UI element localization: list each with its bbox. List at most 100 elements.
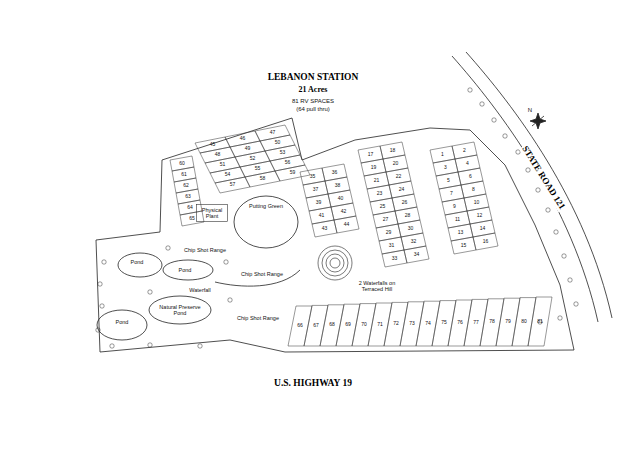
lot-number: 33 [391, 256, 399, 262]
lot-outline [309, 207, 334, 224]
map-label: Pond [115, 319, 130, 325]
tree-symbol [224, 260, 228, 264]
tree-symbol [228, 298, 232, 302]
lot-outline [442, 198, 467, 215]
lot-outline [448, 300, 472, 346]
lot-outline [432, 301, 456, 346]
lot-outline [352, 304, 376, 346]
lot-number: 58 [259, 176, 267, 182]
lot-number: 50 [274, 140, 282, 146]
lot-outline [322, 164, 347, 181]
lot-outline [174, 178, 198, 193]
lot-outline [170, 156, 194, 171]
lot-number: 69 [344, 322, 352, 328]
lot-number: 61 [180, 172, 188, 178]
box-border [197, 204, 228, 221]
lot-number: 65 [188, 216, 196, 222]
map-label: Chip Shot Range [240, 271, 284, 277]
lot-outline [512, 298, 536, 346]
putting-green: Putting Green [233, 195, 299, 249]
pond-outline [163, 260, 213, 280]
lot-outline [367, 185, 392, 202]
lot-number: 48 [214, 152, 222, 158]
lot-number: 34 [413, 252, 421, 258]
lot-number: 8 [471, 187, 476, 193]
lot-number: 6 [468, 174, 473, 180]
pond-outline [149, 296, 211, 324]
lot-number: 16 [482, 239, 490, 245]
lot-outline [172, 167, 196, 182]
lot-outline [496, 298, 520, 346]
lot-number: 12 [476, 213, 484, 219]
map-label: (64 pull thru) [295, 106, 331, 113]
lot-outline [439, 185, 464, 202]
lot-outline [455, 155, 480, 172]
pond-outline [118, 253, 162, 277]
tree-symbol [492, 118, 496, 122]
lot-number: 55 [254, 166, 262, 172]
lot-number: 10 [473, 200, 481, 206]
tree-symbol [98, 282, 102, 286]
rv-lots [170, 125, 552, 346]
lot-outline [331, 203, 356, 220]
lot-outline [245, 171, 280, 187]
tree-symbol [148, 290, 152, 294]
lot-number: 14 [479, 226, 487, 232]
tree-symbol [568, 278, 572, 282]
lot-number: 66 [296, 323, 304, 329]
lot-number: 52 [249, 156, 257, 162]
tree-symbol [503, 134, 507, 138]
lot-number: 57 [229, 182, 237, 188]
tree-symbol [480, 102, 484, 106]
lot-number: 80 [520, 319, 528, 325]
lot-outline [464, 194, 489, 211]
lot-outline [398, 220, 423, 237]
lot-outline [303, 181, 328, 198]
lot-outline [448, 224, 473, 241]
lot-outline [361, 159, 386, 176]
lot-number: 5 [446, 178, 451, 184]
lot-outline [384, 302, 408, 346]
lot-number: 63 [184, 194, 192, 200]
lot-number: 53 [279, 150, 287, 156]
lot-number: 20 [392, 161, 400, 167]
lot-outline [458, 168, 483, 185]
lot-outline [364, 172, 389, 189]
lot-outline [433, 159, 458, 176]
lot-number: 81 [536, 319, 544, 325]
lot-number: 56 [284, 160, 292, 166]
terrace-ring [322, 250, 348, 276]
tree-symbol [110, 344, 114, 348]
map-label: Pond [178, 267, 193, 273]
map-label: 21 Acres [298, 86, 329, 95]
lot-outline [312, 220, 337, 237]
lot-outline [288, 306, 312, 346]
lot-number: 13 [457, 230, 465, 236]
lot-outline [275, 165, 310, 181]
lot-number: 23 [376, 191, 384, 197]
lot-number: 21 [373, 178, 381, 184]
lot-number: 1 [440, 152, 445, 158]
tree-symbol [96, 328, 100, 332]
tree-symbol [574, 302, 578, 306]
trees [96, 88, 578, 348]
lot-number: 22 [395, 174, 403, 180]
lot-number: 29 [385, 230, 393, 236]
tree-symbol [558, 316, 562, 320]
lot-number: 27 [382, 217, 390, 223]
lot-number: 19 [370, 165, 378, 171]
lot-outline [379, 237, 404, 254]
lot-outline [386, 168, 411, 185]
lot-number: 36 [331, 170, 339, 176]
lot-outline [334, 216, 359, 233]
lot-number: 64 [186, 205, 194, 211]
compass-needle [532, 116, 544, 126]
lot-number: 54 [224, 172, 232, 178]
lot-outline [336, 304, 360, 346]
lot-number: 68 [328, 323, 336, 329]
tree-symbol [166, 246, 170, 250]
lot-number: 62 [182, 183, 190, 189]
lot-outline [382, 250, 407, 267]
lot-outline [528, 297, 552, 346]
lot-outline [436, 172, 461, 189]
